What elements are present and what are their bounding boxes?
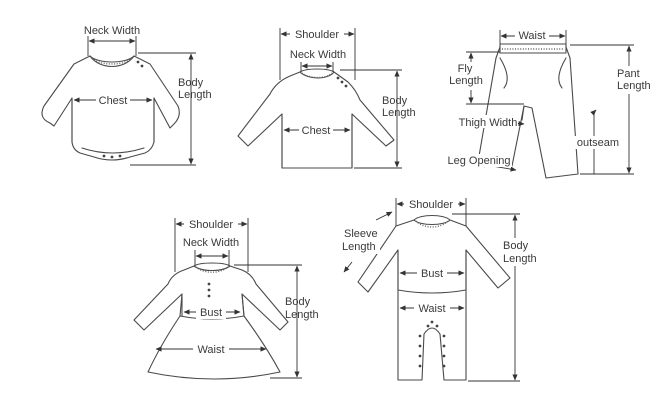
top-outline	[237, 71, 395, 169]
dress-waist-label: Waist	[197, 344, 224, 356]
romper-sleeve-length-arrow	[343, 261, 353, 273]
romper-sleeve-label-2: Length	[342, 241, 376, 253]
bodysuit-diagram: Neck Width Chest Body Length	[41, 25, 212, 166]
pants-waistband	[499, 43, 567, 54]
pants-fly-label-2: Length	[449, 75, 483, 87]
romper-sleeve-label-1: Sleeve	[344, 228, 378, 240]
dress-neck-width-label: Neck Width	[183, 237, 239, 249]
bodysuit-chest-label: Chest	[99, 95, 128, 107]
long-sleeve-top-diagram: Shoulder Neck Width Chest Body Length	[237, 27, 416, 169]
romper-diagram: Shoulder Sleeve Length Bust Waist Body L…	[340, 197, 540, 382]
dress-shoulder-label: Shoulder	[189, 219, 233, 231]
bodysuit-outline	[41, 55, 180, 161]
pants-fly-label-1: Fly	[458, 63, 473, 75]
romper-waist-label: Waist	[418, 303, 445, 315]
romper-outline	[357, 219, 511, 381]
pants-pant-label-1: Pant	[617, 68, 640, 80]
pants-waist-label: Waist	[518, 30, 545, 42]
dress-body-label-2: Length	[285, 309, 319, 321]
pants-leg-opening-label: Leg Opening	[448, 155, 511, 167]
romper-body-label-2: Length	[503, 253, 537, 265]
pants-thigh-width-label: Thigh Width	[459, 117, 518, 129]
top-body-label-2: Length	[382, 107, 416, 119]
bodysuit-neck-width-label: Neck Width	[84, 25, 140, 37]
dress-body-label-1: Body	[285, 296, 311, 308]
romper-shoulder-label: Shoulder	[409, 199, 453, 211]
romper-body-label-1: Body	[503, 240, 529, 252]
top-body-label-1: Body	[382, 95, 408, 107]
dress-outline	[133, 265, 289, 380]
pants-outseam-label: outseam	[577, 137, 619, 149]
top-chest-label: Chest	[302, 125, 331, 137]
bodysuit-body-label-2: Length	[178, 89, 212, 101]
top-shoulder-label: Shoulder	[295, 29, 339, 41]
dress-bust-label: Bust	[200, 307, 222, 319]
dress-diagram: Shoulder Neck Width Bust Waist Body Leng…	[133, 217, 319, 380]
pants-pant-label-2: Length	[617, 80, 651, 92]
pants-diagram: Waist Fly Length Pant Length Thigh Width…	[446, 29, 654, 179]
bodysuit-body-label-1: Body	[178, 77, 204, 89]
top-neck-width-label: Neck Width	[290, 49, 346, 61]
romper-bust-label: Bust	[421, 268, 443, 280]
